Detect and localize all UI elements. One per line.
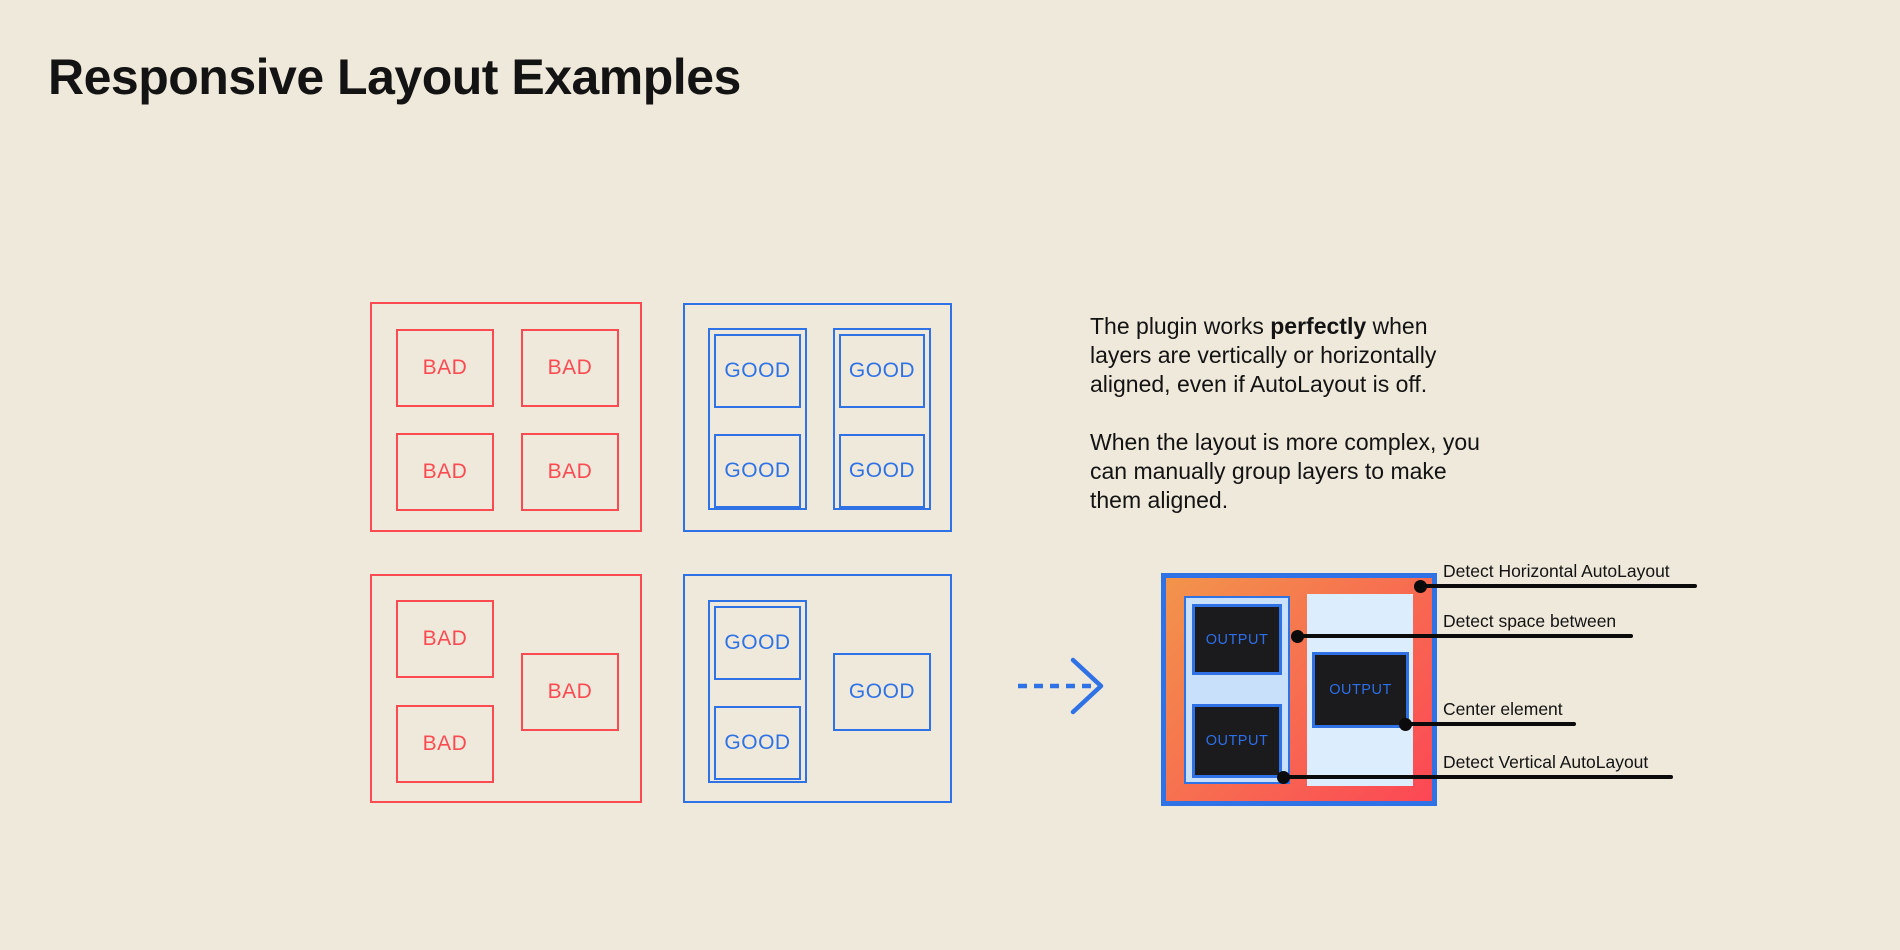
description-paragraph-2: When the layout is more complex, you can… (1090, 428, 1570, 515)
good-column-group: GOOD GOOD (833, 328, 931, 510)
good-box: GOOD (833, 653, 931, 731)
good-column-group: GOOD GOOD (708, 328, 807, 510)
good-box-label: GOOD (848, 359, 916, 382)
good-box-label: GOOD (848, 680, 916, 703)
good-box-label: GOOD (848, 459, 916, 482)
callout-label: Center element (1443, 699, 1563, 719)
bad-group-scattered: BAD BAD BAD (370, 574, 642, 803)
good-column-group: GOOD GOOD (708, 600, 807, 783)
output-box-label: OUTPUT (1205, 631, 1269, 648)
description-bold: perfectly (1270, 313, 1367, 339)
bad-box: BAD (396, 329, 494, 407)
good-box-label: GOOD (724, 631, 791, 654)
description-line: When the layout is more complex, you (1090, 429, 1480, 455)
good-box: GOOD (714, 706, 801, 780)
good-box: GOOD (714, 434, 801, 508)
description-line: them aligned. (1090, 487, 1229, 513)
page-title: Responsive Layout Examples (48, 49, 741, 105)
callout-line (1420, 584, 1697, 588)
dashed-arrow-right-icon (1018, 657, 1104, 715)
transform-arrow (1012, 655, 1108, 722)
description-line: The plugin works perfectly when (1090, 313, 1428, 339)
description-text: The plugin works perfectly when layers a… (1090, 312, 1570, 515)
callout-label: Detect Vertical AutoLayout (1443, 752, 1649, 772)
output-box: OUTPUT (1312, 652, 1409, 728)
callout-label: Detect space between (1443, 611, 1617, 631)
bad-box: BAD (396, 433, 494, 511)
callout-line (1283, 775, 1673, 779)
bad-box: BAD (521, 653, 619, 731)
good-box-label: GOOD (724, 459, 791, 482)
good-group-aligned: GOOD GOOD GOOD GOOD (683, 303, 952, 532)
bad-group-aligned: BAD BAD BAD BAD (370, 302, 642, 532)
good-group-complex: GOOD GOOD GOOD (683, 574, 952, 803)
callout-line (1297, 634, 1633, 638)
description-line: layers are vertically or horizontally (1090, 342, 1437, 368)
output-box-label: OUTPUT (1205, 733, 1269, 749)
callout-label: Detect Horizontal AutoLayout (1443, 561, 1670, 581)
bad-box-label: BAD (547, 460, 593, 483)
good-box-label: GOOD (724, 359, 791, 382)
bad-box-label: BAD (422, 460, 468, 483)
output-vertical-autolayout-panel: OUTPUT OUTPUT (1184, 596, 1290, 784)
bad-box: BAD (396, 705, 494, 783)
bad-box: BAD (521, 329, 619, 407)
description-line: aligned, even if AutoLayout is off. (1090, 371, 1428, 397)
bad-box-label: BAD (547, 356, 593, 379)
output-box: OUTPUT (1192, 704, 1282, 778)
output-diagram: OUTPUT OUTPUT OUTPUT (1161, 573, 1437, 806)
output-box-label: OUTPUT (1329, 682, 1392, 698)
callout-line (1405, 722, 1576, 726)
bad-box-label: BAD (547, 680, 593, 703)
bad-box-label: BAD (422, 627, 468, 650)
bad-box: BAD (396, 600, 494, 678)
bad-box-label: BAD (422, 356, 468, 379)
bad-box: BAD (521, 433, 619, 511)
good-box: GOOD (839, 334, 925, 408)
bad-box-label: BAD (422, 732, 468, 755)
output-center-panel: OUTPUT (1307, 594, 1413, 786)
good-box: GOOD (714, 334, 801, 408)
good-box: GOOD (839, 434, 925, 508)
output-box: OUTPUT (1192, 604, 1282, 675)
description-line: can manually group layers to make (1090, 458, 1447, 484)
description-paragraph-1: The plugin works perfectly when layers a… (1090, 312, 1570, 399)
good-box: GOOD (714, 606, 801, 680)
good-box-label: GOOD (724, 731, 791, 754)
